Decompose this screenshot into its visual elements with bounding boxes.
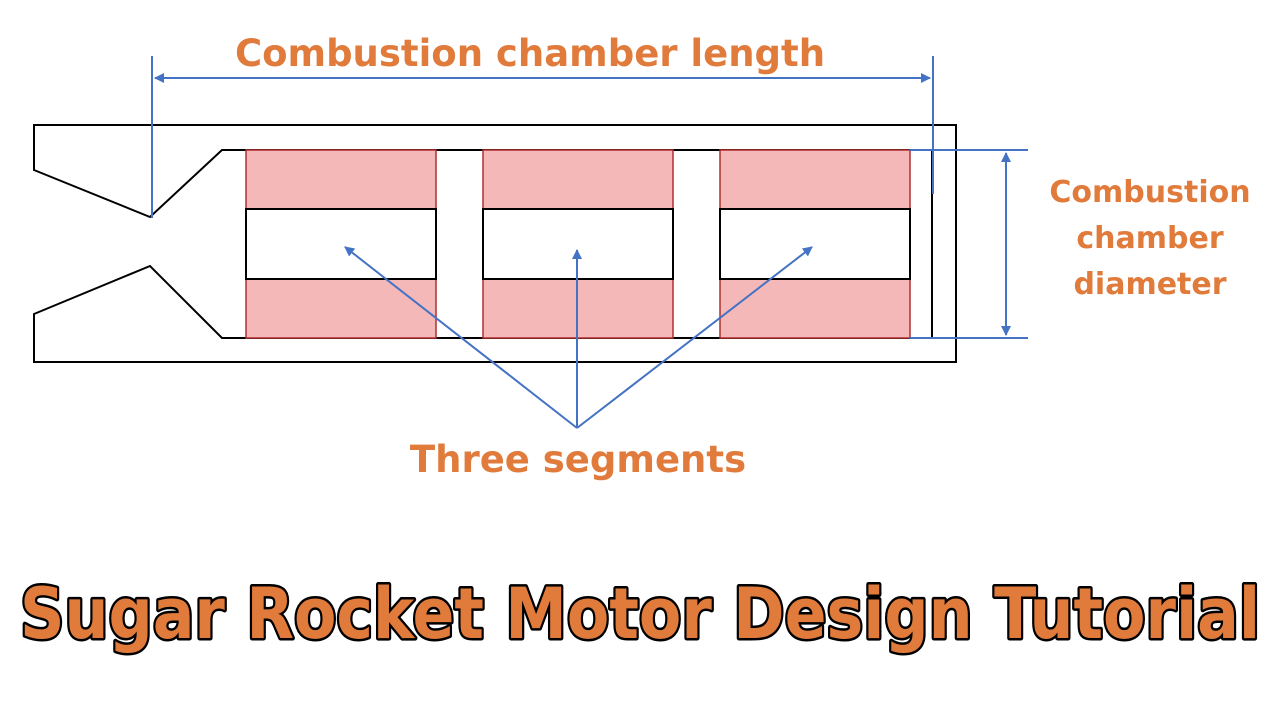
diameter-label-line1: Combustion xyxy=(1049,175,1250,210)
grain-core-3 xyxy=(719,208,911,280)
segment-pointer-3 xyxy=(576,246,813,429)
grain-segment-1 xyxy=(245,149,437,339)
length-dimension xyxy=(151,56,934,218)
diameter-label-line3: diameter xyxy=(1073,267,1226,302)
segment-pointers xyxy=(344,246,813,429)
segments-label: Three segments xyxy=(410,438,746,481)
diameter-dimension xyxy=(910,149,1028,339)
length-label: Combustion chamber length xyxy=(235,32,825,75)
diameter-label-line2: chamber xyxy=(1076,221,1223,256)
grain-segment-3 xyxy=(719,149,911,339)
segment-pointer-1 xyxy=(344,246,578,429)
page-title: Sugar Rocket Motor Design Tutorial xyxy=(20,573,1260,655)
grain-core-1 xyxy=(245,208,437,280)
